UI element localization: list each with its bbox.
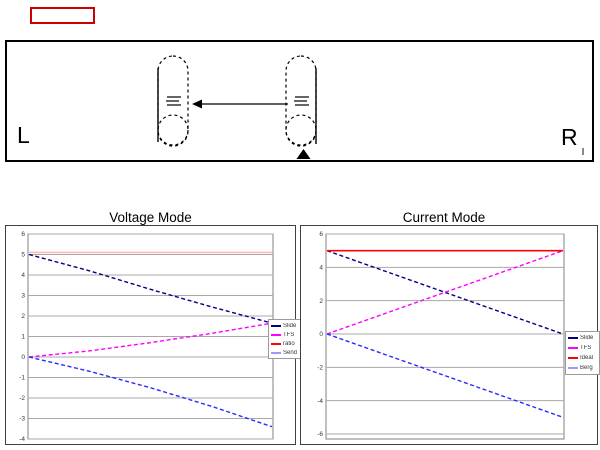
fader-schematic-drawing [157,55,317,159]
y-tick-label: -3 [19,416,25,423]
y-tick-label: 5 [21,252,25,259]
fader-schematic-panel: L RI [5,40,594,162]
left-arrow-head-icon [192,99,202,109]
legend-entry-ratio: ratio [270,339,301,348]
legend-swatch-icon [271,342,281,345]
legend-label: Ideal [580,355,594,361]
legend-swatch-icon [568,337,578,339]
right-pulley [285,114,317,146]
y-tick-label: -4 [19,436,25,442]
legend-label: Berg [580,365,593,371]
right-fader-knob-icon [294,96,309,106]
position-marker-triangle-icon [296,149,311,159]
voltage-mode-chart-title: Voltage Mode [109,210,192,225]
y-tick-label: -2 [317,365,323,372]
legend-label: Slide [283,322,297,329]
y-tick-label: 2 [21,313,25,320]
legend-entry-Send: Send [270,348,301,357]
y-tick-label: 1 [21,334,25,341]
diagram-left-label: L [17,122,30,148]
legend-label: Send [283,349,298,356]
legend-swatch-icon [271,324,281,327]
series-line-Send [28,356,273,428]
left-fader-knob-icon [166,96,181,106]
diagram-right-label-subscript: I [581,146,585,158]
y-tick-label: 2 [319,298,323,305]
y-tick-label: -4 [317,398,323,405]
y-tick-label: 6 [319,231,323,238]
legend-label: Slide [580,335,594,341]
series-line-TFS [326,250,564,335]
legend-entry-Ideal: Ideal [567,354,598,363]
voltage-mode-plot: 6 5 4 3 2 1 0 -1 -2 -3 -4 [19,231,274,442]
legend-entry-Slide: Slide [270,321,301,330]
current-mode-plot: 6 4 2 0 -2 -4 -6 [317,231,565,440]
legend-entry-Slide: Slide [567,334,598,343]
legend-swatch-icon [568,367,578,369]
y-tick-label: -1 [19,375,25,382]
y-tick-label: -2 [19,395,25,402]
legend-label: TFS [580,345,592,351]
legend-swatch-icon [568,347,578,349]
y-tick-label: 0 [319,331,323,338]
series-line-Berg [326,333,564,418]
series-line-Slide [28,253,273,324]
legend-entry-TFS: TFS [270,330,301,339]
legend-label: TFS [283,331,295,338]
right-fader-belt [285,55,317,147]
y-tick-label: 0 [21,354,25,361]
current-mode-chart-title: Current Mode [402,210,486,225]
diagram-right-label: RI [561,124,585,158]
red-annotation-box [30,7,95,24]
legend-label: ratio [283,340,295,347]
y-tick-label: 4 [21,272,25,279]
left-pulley [157,114,189,146]
y-tick-label: -6 [317,431,323,438]
y-tick-label: 4 [319,265,323,272]
legend-entry-TFS: TFS [567,344,598,353]
y-tick-label: 6 [21,231,25,238]
y-tick-label: 3 [21,293,25,300]
legend-swatch-icon [271,351,281,354]
series-line-Slide [326,250,564,335]
left-fader-belt [157,55,189,147]
legend-entry-Berg: Berg [567,364,598,373]
plot-area [325,233,565,440]
series-line-TFS [28,322,273,358]
legend-swatch-icon [271,333,281,336]
legend-swatch-icon [568,357,578,359]
